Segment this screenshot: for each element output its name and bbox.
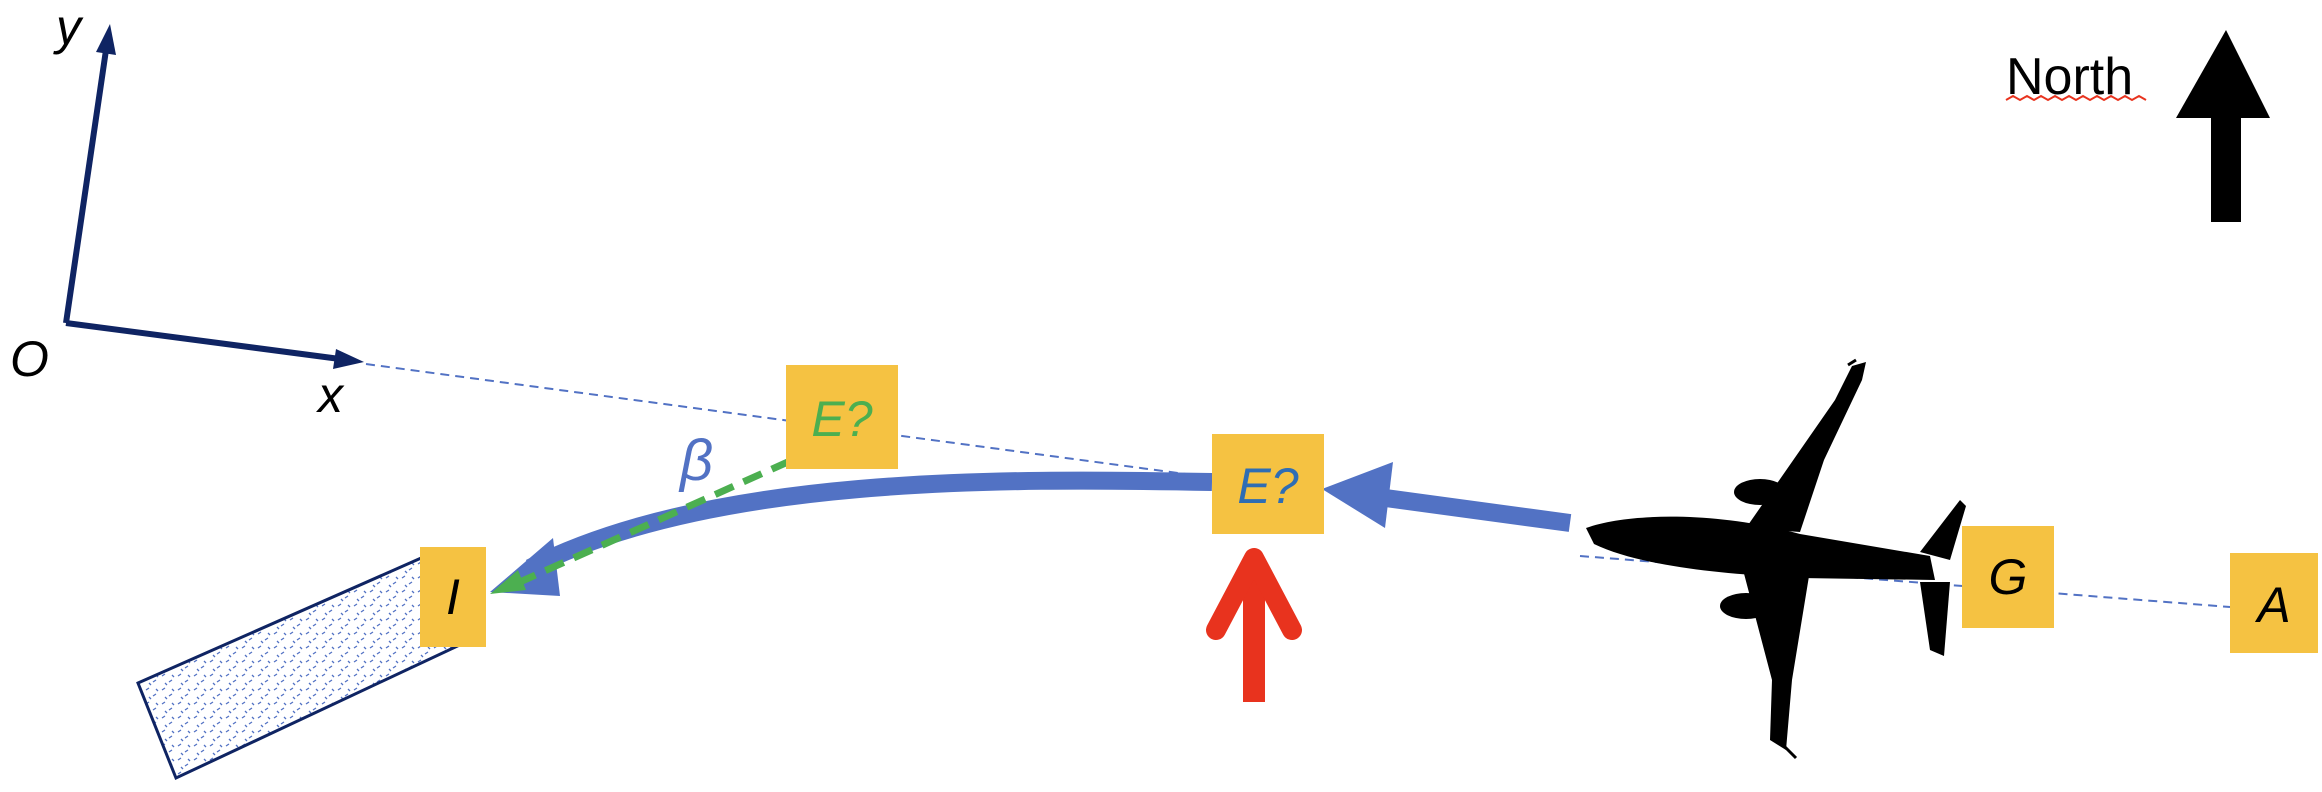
- north-arrow: [2176, 30, 2270, 222]
- coordinate-axes: [63, 24, 364, 369]
- aircraft-icon: [1586, 358, 1966, 760]
- x-axis-label: x: [316, 367, 345, 423]
- y-axis-arrowhead: [96, 24, 116, 55]
- estimate-label-upper: E?: [811, 391, 872, 447]
- origin-label: O: [10, 331, 49, 387]
- x-axis-arrowhead: [333, 349, 364, 369]
- estimate-box-upper: E?: [786, 365, 898, 469]
- impact-label: I: [446, 569, 460, 625]
- point-g-box: G: [1962, 526, 2054, 628]
- point-a-box: A: [2230, 553, 2318, 653]
- estimate-label-on-track: E?: [1237, 458, 1298, 514]
- target-area: [136, 553, 468, 781]
- impact-box: I: [420, 547, 486, 647]
- trajectory-curve: [525, 471, 1213, 577]
- point-g-label: G: [1989, 549, 2028, 605]
- red-arrow: [1206, 548, 1302, 702]
- x-axis: [65, 320, 341, 362]
- estimate-arrowhead: [490, 570, 526, 594]
- estimate-path: [518, 457, 792, 586]
- inbound-arrowhead: [1322, 462, 1393, 528]
- inbound-track: [1376, 488, 1572, 532]
- y-axis: [63, 49, 109, 324]
- angle-beta-label: β: [678, 428, 713, 493]
- estimate-box-on-track: E?: [1212, 434, 1324, 534]
- y-axis-label: y: [53, 0, 84, 55]
- point-a-label: A: [2254, 577, 2290, 633]
- north-label-underline: [2005, 94, 2147, 102]
